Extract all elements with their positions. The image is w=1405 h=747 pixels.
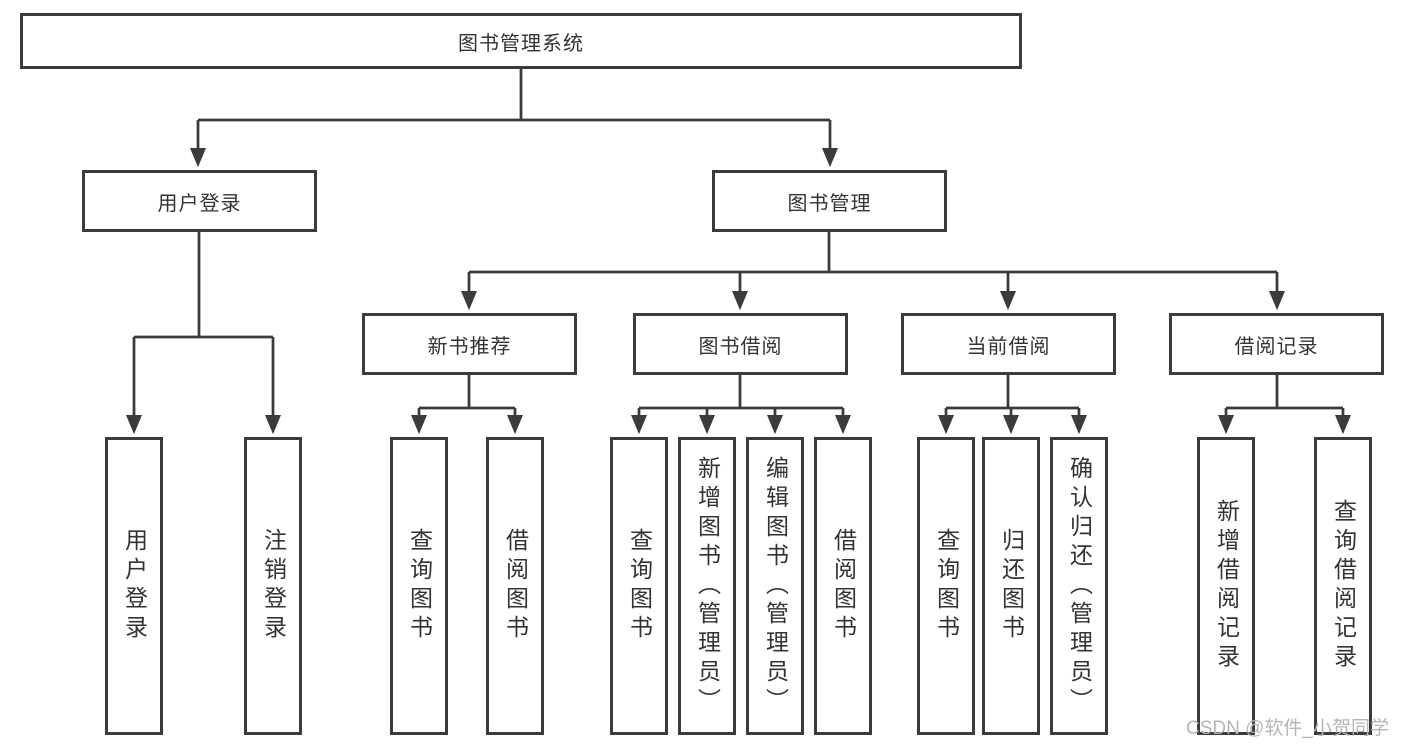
leaf-user-login-label: 用户登录 xyxy=(121,528,148,644)
leaf-logout: 注销登录 xyxy=(244,437,302,735)
leaf-query-books-borrowing-label: 查询图书 xyxy=(626,528,653,644)
leaf-return-books-label: 归还图书 xyxy=(998,528,1025,644)
leaf-add-books-admin-label: 新增图书（管理员） xyxy=(694,455,721,717)
csdn-watermark: CSDN @软件_小贺同学 xyxy=(1186,718,1389,739)
leaf-borrow-books-recommend: 借阅图书 xyxy=(486,437,544,735)
leaf-edit-books-admin-label: 编辑图书（管理员） xyxy=(762,455,789,717)
node-borrow-records: 借阅记录 xyxy=(1169,313,1384,375)
leaf-borrow-books-label: 借阅图书 xyxy=(830,528,857,644)
leaf-add-books-admin: 新增图书（管理员） xyxy=(678,437,736,735)
node-user-login: 用户登录 xyxy=(82,170,317,232)
leaf-confirm-return-admin-label: 确认归还（管理员） xyxy=(1066,455,1093,717)
leaf-query-books-recommend-label: 查询图书 xyxy=(406,528,433,644)
node-new-book-recommend: 新书推荐 xyxy=(362,313,577,375)
leaf-logout-label: 注销登录 xyxy=(260,528,287,644)
node-current-borrowing: 当前借阅 xyxy=(901,313,1116,375)
leaf-query-borrow-record: 查询借阅记录 xyxy=(1314,437,1372,735)
leaf-confirm-return-admin: 确认归还（管理员） xyxy=(1050,437,1108,735)
leaf-borrow-books: 借阅图书 xyxy=(814,437,872,735)
node-library-system: 图书管理系统 xyxy=(20,13,1022,69)
leaf-return-books: 归还图书 xyxy=(982,437,1040,735)
leaf-query-books-current: 查询图书 xyxy=(917,437,975,735)
leaf-edit-books-admin: 编辑图书（管理员） xyxy=(746,437,804,735)
leaf-user-login: 用户登录 xyxy=(105,437,163,735)
leaf-borrow-books-recommend-label: 借阅图书 xyxy=(502,528,529,644)
leaf-query-books-recommend: 查询图书 xyxy=(390,437,448,735)
leaf-query-books-borrowing: 查询图书 xyxy=(610,437,668,735)
leaf-query-books-current-label: 查询图书 xyxy=(933,528,960,644)
node-book-borrowing: 图书借阅 xyxy=(633,313,848,375)
leaf-add-borrow-record: 新增借阅记录 xyxy=(1197,437,1255,735)
leaf-add-borrow-record-label: 新增借阅记录 xyxy=(1213,499,1240,673)
leaf-query-borrow-record-label: 查询借阅记录 xyxy=(1330,499,1357,673)
node-book-management: 图书管理 xyxy=(712,170,947,232)
